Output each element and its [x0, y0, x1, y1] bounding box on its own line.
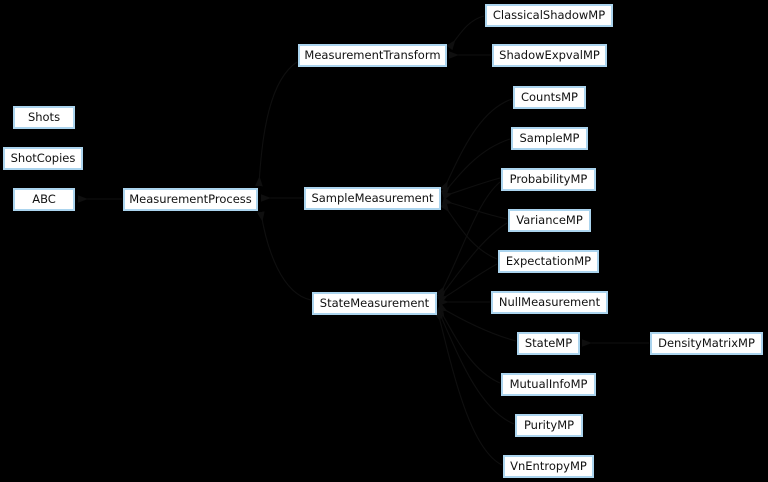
- edge-samplemp-samplemeasurement: [440, 138, 511, 197]
- class-node-samplemeasurement[interactable]: SampleMeasurement: [304, 187, 441, 210]
- class-node-nullmeasurement[interactable]: NullMeasurement: [491, 291, 608, 314]
- edge-probabilitymp-statemeasurement: [436, 181, 501, 297]
- class-node-vnentropymp[interactable]: VnEntropyMP: [503, 455, 594, 478]
- edge-classicalshadowmp-measurementtransform: [446, 15, 485, 51]
- edge-mutualinfomp-statemeasurement: [436, 307, 501, 384]
- class-node-shotcopies[interactable]: ShotCopies: [3, 147, 83, 170]
- class-node-measurementprocess[interactable]: MeasurementProcess: [123, 188, 258, 211]
- edge-puritymp-statemeasurement: [435, 309, 515, 425]
- class-node-statemp[interactable]: StateMP: [517, 332, 580, 355]
- class-node-variancemp[interactable]: VarianceMP: [508, 209, 591, 232]
- class-node-countsmp[interactable]: CountsMP: [513, 86, 586, 109]
- class-node-expectationmp[interactable]: ExpectationMP: [498, 250, 599, 273]
- edge-probabilitymp-samplemeasurement: [441, 177, 501, 201]
- class-node-abc[interactable]: ABC: [13, 188, 75, 211]
- class-node-puritymp[interactable]: PurityMP: [515, 414, 583, 437]
- edge-expectationmp-samplemeasurement: [440, 201, 498, 260]
- class-node-samplemp[interactable]: SampleMP: [511, 127, 588, 150]
- edge-countsmp-samplemeasurement: [440, 98, 513, 192]
- class-node-mutualinfomp[interactable]: MutualInfoMP: [501, 373, 596, 396]
- edge-measurementtransform-measurementprocess: [255, 61, 298, 187]
- class-node-shadowexpvalmp[interactable]: ShadowExpvalMP: [492, 44, 607, 67]
- class-node-statemeasurement[interactable]: StateMeasurement: [312, 292, 437, 315]
- edge-variancemp-statemeasurement: [436, 222, 508, 301]
- class-node-measurementtransform[interactable]: MeasurementTransform: [298, 44, 447, 67]
- edge-variancemp-samplemeasurement: [441, 196, 508, 220]
- class-node-shots[interactable]: Shots: [13, 106, 75, 129]
- class-node-densitymatrixmp[interactable]: DensityMatrixMP: [650, 332, 763, 355]
- class-node-classicalshadowmp[interactable]: ClassicalShadowMP: [485, 4, 613, 27]
- edge-statemeasurement-measurementprocess: [257, 211, 312, 301]
- class-node-probabilitymp[interactable]: ProbabilityMP: [501, 168, 596, 191]
- edge-statemp-statemeasurement: [437, 303, 517, 342]
- edge-expectationmp-statemeasurement: [437, 263, 498, 304]
- edge-vnentropymp-statemeasurement: [433, 310, 503, 466]
